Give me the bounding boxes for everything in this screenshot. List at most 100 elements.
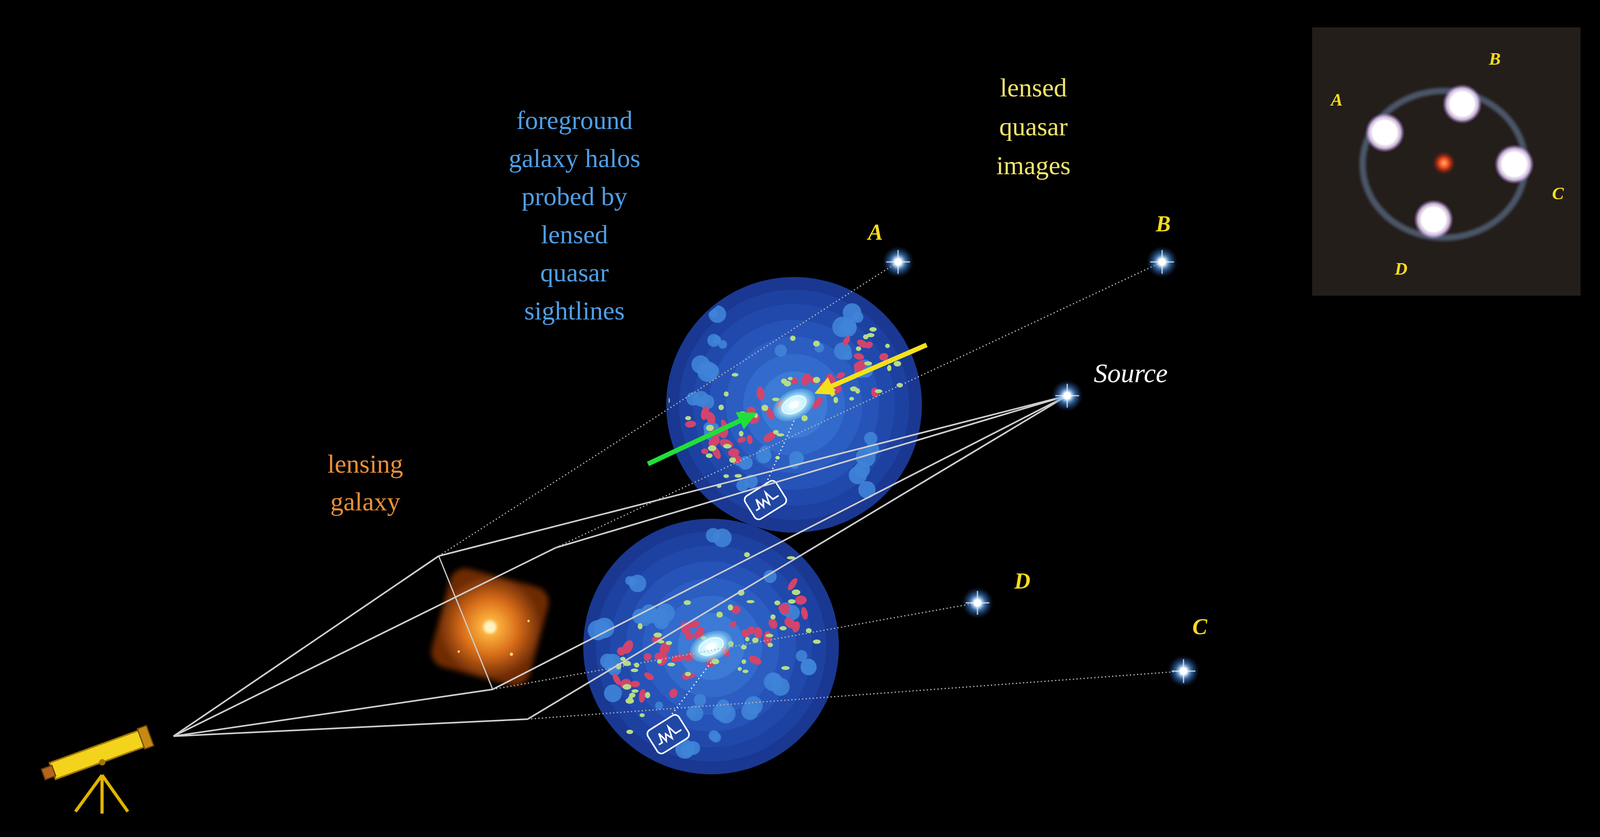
galaxy-ring <box>779 392 809 418</box>
image-letter: A <box>867 220 883 245</box>
red-cloud <box>786 576 800 592</box>
sight-ray <box>173 547 556 737</box>
gas-cloud <box>800 659 817 676</box>
red-cloud <box>644 672 655 682</box>
green-cloud <box>723 391 729 397</box>
green-cloud <box>631 689 639 694</box>
gas-cloud <box>759 445 771 457</box>
red-cloud <box>718 437 735 451</box>
tube-rim <box>137 725 154 750</box>
lensing-galaxy-image <box>427 564 553 690</box>
green-cloud <box>849 397 854 401</box>
telescope-tube <box>39 725 155 786</box>
spectrum-trace <box>750 487 781 512</box>
green-cloud <box>874 389 883 394</box>
gas-cloud <box>744 696 764 716</box>
lens-dot <box>509 652 514 657</box>
green-cloud <box>737 667 743 672</box>
inset-letter: C <box>1551 184 1564 204</box>
green-cloud <box>707 445 717 452</box>
red-cloud <box>747 653 763 667</box>
deflected-ray <box>527 395 1068 720</box>
green-cloud <box>886 365 892 372</box>
probe-line <box>668 662 712 720</box>
halo-ring <box>642 578 780 716</box>
deflected-ray <box>492 395 1068 690</box>
lens-caption: lensing galaxy <box>313 445 417 521</box>
halo-ring <box>626 561 797 732</box>
star-core <box>1179 667 1188 675</box>
halo-ring <box>583 518 839 775</box>
gas-cloud <box>864 431 878 446</box>
green-cloud <box>727 604 734 611</box>
halo-group <box>583 277 922 775</box>
halo-ring <box>595 531 827 762</box>
gas-cloud <box>686 392 700 406</box>
green-cloud <box>657 659 662 664</box>
quasar-star <box>1051 379 1084 412</box>
red-cloud <box>755 386 766 401</box>
red-cloud <box>794 595 808 606</box>
apparent-ray <box>555 262 1163 548</box>
star-spikes <box>1171 659 1196 684</box>
green-cloud <box>781 666 790 671</box>
gas-cloud <box>832 316 853 338</box>
gas-cloud <box>710 732 721 743</box>
spectrum-frame <box>645 713 691 756</box>
star-spikes <box>965 591 990 615</box>
green-cloud <box>625 698 635 704</box>
images-caption: lensed quasar images <box>981 68 1086 186</box>
lens-galaxy-core <box>1432 151 1456 176</box>
green-cloud <box>767 642 774 648</box>
red-cloud <box>620 638 636 656</box>
green-cloud <box>665 641 673 646</box>
mount <box>98 758 107 767</box>
tripod-leg <box>102 775 128 812</box>
source-label: Source <box>1093 358 1168 389</box>
green-cloud <box>653 632 662 638</box>
green-cloud <box>739 411 747 416</box>
green-cloud <box>780 378 787 384</box>
red-cloud <box>841 335 852 347</box>
apparent-ray <box>527 671 1184 720</box>
inset-letter: B <box>1488 49 1501 69</box>
lens-core <box>481 619 498 635</box>
green-cloud <box>744 552 750 558</box>
red-cloud <box>684 420 697 429</box>
green-cloud <box>779 626 787 631</box>
quasar-image <box>1494 144 1535 185</box>
inset-image <box>1312 27 1581 296</box>
quasar-star <box>1146 246 1178 278</box>
green-cloud <box>685 416 692 421</box>
halo-ring <box>610 545 812 748</box>
green-cloud <box>761 404 769 412</box>
gas-cloud <box>687 705 704 722</box>
red-cloud <box>800 606 809 621</box>
green-cloud <box>645 692 651 699</box>
star-core <box>1158 258 1166 266</box>
green-cloud <box>705 424 714 432</box>
gas-cloud <box>691 355 710 374</box>
green-cloud <box>788 599 796 604</box>
gas-cloud <box>795 650 808 662</box>
star-glow <box>882 246 914 278</box>
red-cloud <box>736 435 747 445</box>
green-cloud <box>830 391 835 397</box>
gas-cloud <box>712 335 722 345</box>
lens-plane-edge <box>438 556 493 690</box>
quasar-star <box>882 246 914 278</box>
green-cloud <box>863 334 869 340</box>
star-glow <box>961 587 994 619</box>
red-cloud <box>670 653 686 664</box>
gas-cloud <box>713 528 732 548</box>
star-glow <box>1051 379 1084 412</box>
green-cloud <box>683 600 691 606</box>
green-cloud <box>753 413 758 419</box>
sight-ray <box>173 719 528 737</box>
halo-ring <box>666 277 922 533</box>
spectrum-icon <box>645 713 691 756</box>
star-glow <box>1146 246 1178 278</box>
green-arrow <box>647 414 754 465</box>
green-cloud <box>765 634 774 638</box>
deflected-ray <box>555 395 1068 548</box>
